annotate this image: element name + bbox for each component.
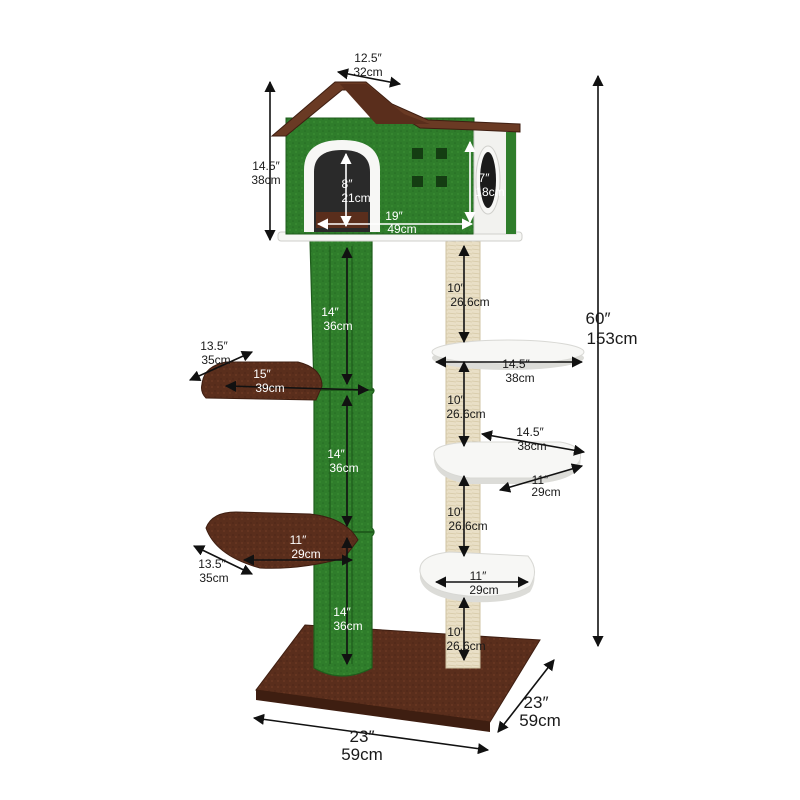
label-cactus-upper-cm: 36cm (323, 319, 352, 333)
arrow-base-depth (497, 659, 555, 733)
arrow-house-width (336, 68, 402, 88)
label-window-height-in: 7″ (479, 171, 491, 185)
arrow-left-lower-depth (192, 545, 254, 575)
label-base-depth-in: 23″ (524, 693, 549, 712)
label-left-upper-depth-in: 13.5″ (200, 339, 228, 353)
house-windows (412, 148, 447, 187)
label-left-lower-width-cm: 29cm (291, 547, 320, 561)
label-right-mid-depth-in: 11″ (532, 473, 549, 487)
label-right-mid-depth-cm: 29cm (531, 485, 560, 499)
arrow-left-upper-depth (188, 351, 254, 381)
label-right-top-width-cm: 38cm (505, 371, 534, 385)
label-right-low-width-cm: 29cm (469, 583, 498, 597)
dimension-labels: 12.5″ 32cm 14.5″ 38cm 8″ 21cm 7″ 18cm 19… (198, 51, 637, 764)
label-post-gap-1-in: 10″ (447, 281, 465, 295)
label-post-gap-2-cm: 26.6cm (446, 407, 485, 421)
label-base-depth-cm: 59cm (519, 711, 561, 730)
label-house-width-in: 12.5″ (354, 51, 382, 65)
label-door-height-in: 8″ (342, 177, 354, 191)
label-right-mid-width-cm: 38cm (517, 439, 546, 453)
label-post-gap-4-cm: 26.6cm (446, 639, 485, 653)
label-cactus-lower-cm: 36cm (333, 619, 362, 633)
label-door-height-cm: 21cm (341, 191, 370, 205)
label-left-upper-depth-cm: 35cm (201, 353, 230, 367)
label-post-gap-3-in: 10″ (447, 505, 465, 519)
label-cactus-middle-in: 14″ (327, 447, 345, 461)
arrow-right-mid-depth (498, 463, 584, 493)
arrow-left-upper-width (224, 380, 370, 396)
label-left-lower-width-in: 11″ (290, 533, 307, 547)
label-house-height-cm: 38cm (251, 173, 280, 187)
label-total-height-cm: 153cm (586, 329, 637, 348)
label-base-width-cm: 59cm (341, 745, 383, 764)
arrow-base-width (252, 713, 490, 755)
arrow-right-mid-width (480, 430, 586, 456)
label-cactus-upper-in: 14″ (321, 305, 339, 319)
label-cactus-lower-in: 14″ (333, 605, 351, 619)
label-post-gap-4-in: 10″ (447, 625, 465, 639)
label-platform-length-cm: 49cm (387, 222, 416, 236)
label-right-low-width-in: 11″ (470, 569, 487, 583)
label-left-lower-depth-cm: 35cm (199, 571, 228, 585)
cat-house (270, 81, 521, 235)
label-base-width-in: 23″ (350, 727, 375, 746)
label-total-height-in: 60″ (586, 309, 611, 328)
label-post-gap-3-cm: 26.6cm (448, 519, 487, 533)
label-left-upper-width-in: 15″ (253, 367, 271, 381)
label-right-mid-width-in: 14.5″ (516, 425, 544, 439)
label-post-gap-1-cm: 26.6cm (450, 295, 489, 309)
label-right-top-width-in: 14.5″ (502, 357, 530, 371)
label-platform-length-in: 19″ (385, 209, 403, 223)
label-left-lower-depth-in: 13.5″ (198, 557, 226, 571)
label-window-height-cm: 18cm (475, 185, 504, 199)
label-left-upper-width-cm: 39cm (255, 381, 284, 395)
label-cactus-middle-cm: 36cm (329, 461, 358, 475)
label-house-height-in: 14.5″ (252, 159, 280, 173)
base-board (255, 624, 541, 723)
label-house-width-cm: 32cm (353, 65, 382, 79)
dimension-lines (188, 68, 604, 755)
label-post-gap-2-in: 10″ (447, 393, 465, 407)
